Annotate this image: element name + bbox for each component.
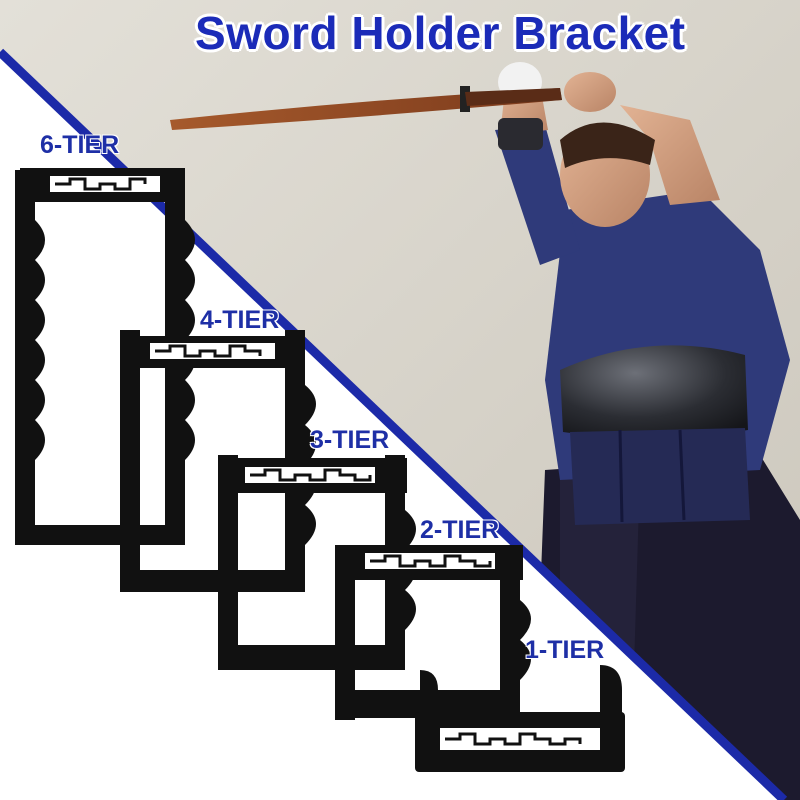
label-6-tier: 6-TIER — [40, 131, 120, 159]
label-4-tier: 4-TIER — [200, 306, 280, 334]
rack-1-tier — [415, 665, 625, 772]
label-2-tier: 2-TIER — [420, 516, 500, 544]
rack-3-tier — [218, 455, 416, 670]
label-1-tier: 1-TIER — [525, 636, 605, 664]
banner-title: Sword Holder Bracket — [195, 7, 686, 59]
label-3-tier: 3-TIER — [310, 426, 390, 454]
